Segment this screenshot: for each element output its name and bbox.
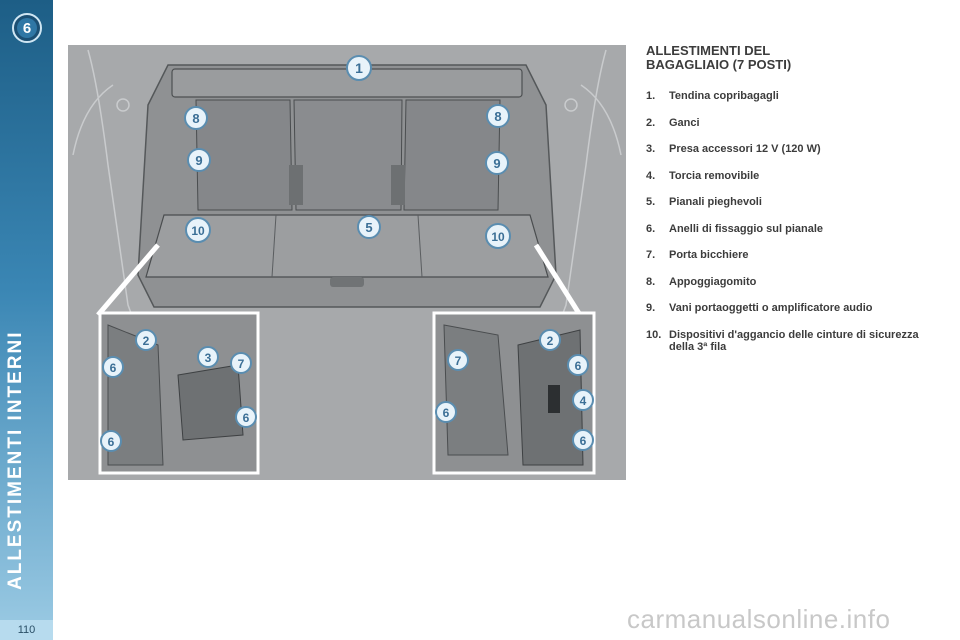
- svg-text:6: 6: [110, 361, 117, 375]
- callout-marker: 2: [135, 329, 157, 351]
- item-text: Dispositivi d'aggancio delle cinture di …: [669, 328, 919, 353]
- callout-marker: 5: [357, 215, 381, 239]
- callout-marker: 6: [572, 429, 594, 451]
- callout-marker: 3: [197, 346, 219, 368]
- callout-marker: 6: [435, 401, 457, 423]
- item-number: 2.: [646, 116, 656, 129]
- callout-marker: 6: [235, 406, 257, 428]
- item-text: Pianali pieghevoli: [669, 196, 762, 208]
- item-number: 8.: [646, 275, 656, 288]
- svg-text:2: 2: [547, 334, 554, 348]
- callout-marker: 6: [100, 430, 122, 452]
- svg-text:6: 6: [580, 434, 587, 448]
- svg-text:10: 10: [191, 224, 205, 238]
- page-number: 110: [0, 620, 53, 640]
- item-text: Porta bicchiere: [669, 249, 749, 261]
- list-item: 2. Ganci: [646, 117, 946, 129]
- svg-text:3: 3: [205, 351, 212, 365]
- section-title-text: ALLESTIMENTI INTERNI: [5, 330, 26, 590]
- chapter-badge: 6: [12, 13, 42, 43]
- svg-text:6: 6: [108, 435, 115, 449]
- callout-marker: 7: [447, 349, 469, 371]
- svg-text:8: 8: [494, 109, 501, 124]
- list-item: 9. Vani portaoggetti o amplificatore audi…: [646, 302, 946, 314]
- item-number: 7.: [646, 249, 656, 261]
- callout-marker: 7: [230, 352, 252, 374]
- item-number: 4.: [646, 169, 656, 182]
- svg-text:4: 4: [580, 394, 587, 408]
- chapter-sidebar: 6 ALLESTIMENTI INTERNI 110: [0, 0, 53, 640]
- callout-marker: 8: [184, 106, 208, 130]
- svg-text:6: 6: [243, 411, 250, 425]
- svg-text:5: 5: [365, 220, 372, 235]
- item-number: 5.: [646, 196, 656, 208]
- watermark: carmanualsonline.info: [627, 604, 891, 634]
- item-text: Anelli di fissaggio sul pianale: [669, 222, 824, 235]
- item-number: 10.: [646, 328, 662, 341]
- svg-text:9: 9: [195, 153, 202, 168]
- trunk-drawing: 1 8 8 9 9 10 10 5: [72, 49, 622, 475]
- chapter-number: 6: [23, 20, 31, 37]
- svg-text:8: 8: [192, 111, 199, 126]
- section-heading: ALLESTIMENTI DEL BAGAGLIAIO (7 POSTI): [646, 44, 926, 72]
- svg-text:6: 6: [443, 406, 450, 420]
- callout-marker: 6: [567, 354, 589, 376]
- item-number: 6.: [646, 222, 656, 235]
- callout-marker: 10: [485, 223, 511, 249]
- item-text: Ganci: [669, 116, 700, 129]
- list-item: 7. Porta bicchiere: [646, 249, 946, 261]
- callout-marker: 10: [185, 217, 211, 243]
- list-item: 10. Dispositivi d'aggancio delle cinture …: [646, 329, 946, 353]
- item-text: Presa accessori 12 V (120 W): [669, 143, 821, 155]
- list-item: 5. Pianali pieghevoli: [646, 196, 946, 208]
- list-item: 8. Appoggiagomito: [646, 276, 946, 288]
- svg-text:2: 2: [143, 334, 150, 348]
- svg-text:1: 1: [355, 60, 363, 76]
- list-item: 6. Anelli di fissaggio sul pianale: [646, 223, 946, 235]
- callout-marker: 9: [485, 151, 509, 175]
- item-text: Torcia removibile: [669, 169, 760, 182]
- callout-marker: 2: [539, 329, 561, 351]
- item-number: 9.: [646, 302, 656, 314]
- item-number: 1.: [646, 90, 656, 102]
- callout-marker: 1: [346, 55, 372, 81]
- svg-text:7: 7: [238, 357, 245, 371]
- section-heading-line2: BAGAGLIAIO (7 POSTI): [646, 57, 792, 72]
- section-heading-line1: ALLESTIMENTI DEL: [646, 43, 771, 58]
- svg-text:10: 10: [491, 230, 505, 244]
- svg-text:6: 6: [575, 359, 582, 373]
- item-text: Tendina copribagagli: [669, 90, 779, 102]
- callout-marker: 8: [486, 104, 510, 128]
- svg-text:7: 7: [455, 354, 462, 368]
- callout-marker: 9: [187, 148, 211, 172]
- item-text: Vani portaoggetti o amplificatore audio: [669, 302, 873, 314]
- svg-text:9: 9: [493, 156, 500, 171]
- item-text: Appoggiagomito: [669, 275, 757, 288]
- item-number: 3.: [646, 143, 656, 155]
- trunk-illustration: 1 8 8 9 9 10 10 5: [68, 45, 626, 480]
- list-item: 4. Torcia removibile: [646, 170, 946, 182]
- list-item: 1. Tendina copribagagli: [646, 90, 946, 102]
- callout-marker: 6: [102, 356, 124, 378]
- list-item: 3. Presa accessori 12 V (120 W): [646, 143, 946, 155]
- legend-list: 1. Tendina copribagagli 2. Ganci 3. Presa a…: [646, 90, 946, 367]
- callout-marker: 4: [572, 389, 594, 411]
